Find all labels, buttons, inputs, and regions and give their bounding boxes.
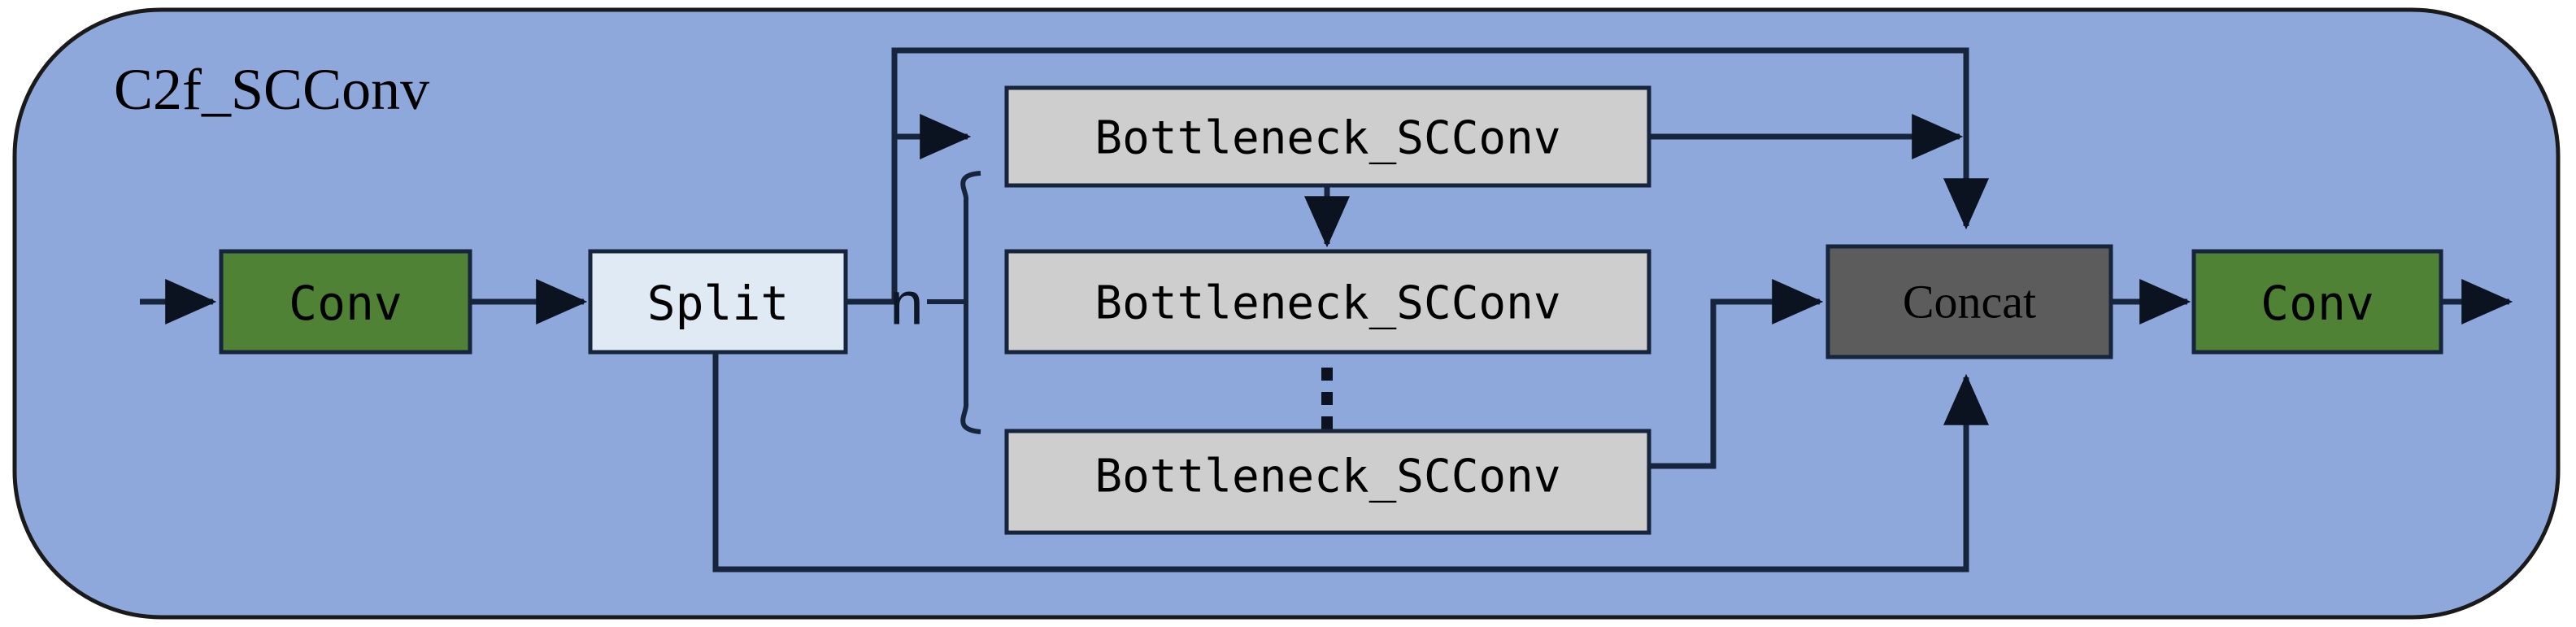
node-bottleneck-n-label: Bottleneck_SCConv: [1094, 451, 1560, 503]
node-bottleneck-n[interactable]: Bottleneck_SCConv: [1004, 429, 1651, 535]
edge-top-skip-to-concat: [891, 47, 1989, 230]
diagram-title: C2f_SCConv: [114, 57, 429, 122]
repeat-count-label: n: [890, 270, 923, 337]
node-bottleneck-1-label: Bottleneck_SCConv: [1094, 112, 1560, 165]
node-split[interactable]: Split: [588, 249, 848, 355]
node-split-label: Split: [647, 276, 790, 331]
node-bottleneck-2-label: Bottleneck_SCConv: [1094, 277, 1560, 330]
vertical-ellipsis-icon: [1321, 368, 1333, 429]
node-conv-in[interactable]: Conv: [219, 249, 472, 355]
edge-bottleneckn-to-concat: [1649, 279, 1824, 469]
node-bottleneck-2[interactable]: Bottleneck_SCConv: [1004, 249, 1651, 355]
node-concat-label: Concat: [1903, 276, 2036, 329]
node-conv-out-label: Conv: [2261, 276, 2374, 331]
node-bottleneck-1[interactable]: Bottleneck_SCConv: [1004, 85, 1651, 188]
node-concat[interactable]: Concat: [1825, 244, 2113, 359]
node-conv-in-label: Conv: [289, 276, 402, 331]
edge-split-bottom-skip-to-concat: [712, 342, 1989, 573]
node-conv-out[interactable]: Conv: [2191, 249, 2443, 355]
